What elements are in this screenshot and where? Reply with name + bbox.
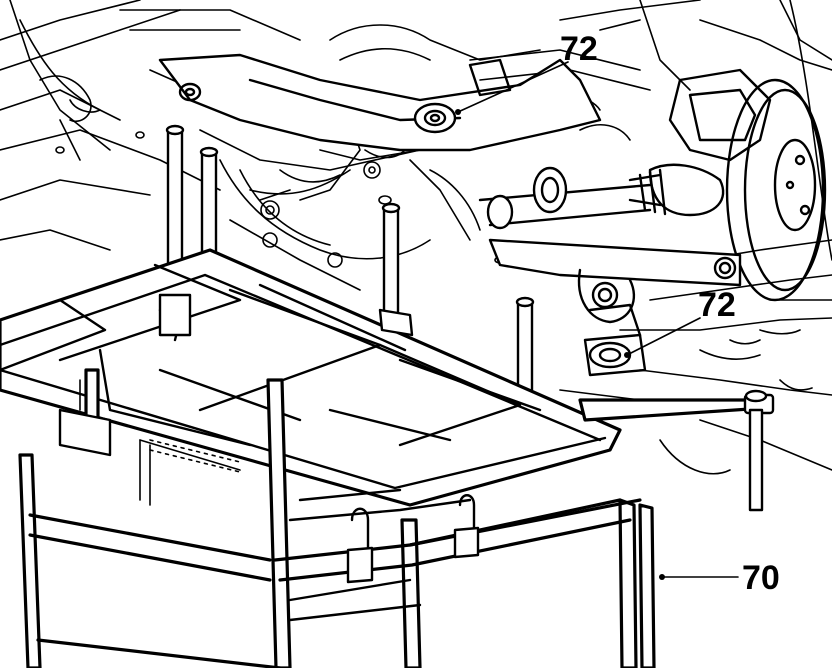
support-frame (0, 124, 775, 668)
callout-label-upper-mount: 72 (560, 30, 598, 68)
driveshaft (478, 166, 652, 230)
upper-trailing-arm (158, 53, 602, 152)
callout-upper-mount: 72 (455, 30, 598, 115)
brake-assembly (628, 68, 827, 302)
lower-control-arm (488, 238, 742, 324)
callout-support-frame: 70 (659, 559, 780, 597)
callout-lower-mount: 72 (624, 286, 736, 358)
callout-label-support-frame: 70 (742, 559, 780, 597)
callout-label-lower-mount: 72 (698, 286, 736, 324)
lower-mount-bushing (583, 303, 647, 377)
